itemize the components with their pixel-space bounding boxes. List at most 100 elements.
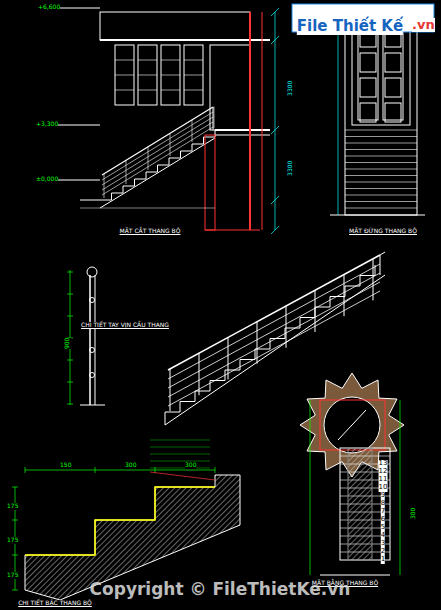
window-bar bbox=[138, 75, 157, 76]
dimension-line bbox=[275, 12, 276, 230]
window bbox=[138, 45, 157, 105]
step-line bbox=[345, 195, 417, 196]
stair-well bbox=[320, 400, 385, 450]
wall bbox=[249, 12, 251, 230]
dimension: 175 bbox=[7, 537, 18, 544]
wall bbox=[262, 12, 263, 230]
window bbox=[115, 45, 134, 105]
rail-post bbox=[104, 174, 105, 198]
window bbox=[184, 45, 203, 105]
dimension-line bbox=[338, 15, 339, 215]
dim-tick bbox=[271, 226, 279, 234]
step-number: 3 bbox=[381, 540, 385, 548]
door-leaf bbox=[358, 25, 378, 120]
step-line bbox=[345, 149, 417, 150]
dim-tick bbox=[271, 196, 279, 204]
rail-post bbox=[228, 337, 229, 379]
dimension: 900 bbox=[64, 338, 71, 349]
rail-bar bbox=[168, 264, 380, 379]
step-line bbox=[345, 156, 417, 157]
door-panel bbox=[360, 103, 376, 122]
door-panel bbox=[385, 53, 401, 72]
dim-tick bbox=[12, 590, 18, 591]
window-bar bbox=[184, 75, 203, 76]
rail-post bbox=[380, 255, 381, 275]
ground-dim bbox=[80, 208, 215, 209]
level-mark: ±0,000 bbox=[36, 176, 58, 183]
dimension: 150 bbox=[60, 462, 71, 469]
diagonal bbox=[338, 410, 366, 440]
dim-tick bbox=[25, 467, 26, 473]
door bbox=[210, 45, 250, 130]
dim-tick bbox=[12, 487, 18, 488]
rail-post bbox=[373, 258, 374, 300]
stair-start bbox=[165, 412, 166, 425]
window-bar bbox=[138, 60, 157, 61]
stair-flight bbox=[340, 448, 390, 560]
note-line bbox=[150, 447, 210, 448]
step-number: 6 bbox=[381, 516, 385, 524]
tread-pattern bbox=[348, 448, 372, 560]
rail-bar bbox=[102, 127, 213, 195]
watermark: Copyright © FileThietKe.vn bbox=[90, 580, 351, 599]
rail-post bbox=[199, 353, 200, 395]
dim-tick bbox=[12, 555, 18, 556]
rail-section bbox=[90, 373, 95, 378]
rail-post bbox=[148, 147, 149, 170]
step-number: 8 bbox=[381, 500, 385, 508]
window-bar bbox=[115, 90, 134, 91]
dim-tick bbox=[67, 404, 73, 405]
post bbox=[95, 275, 96, 405]
window-bar bbox=[115, 60, 134, 61]
window-bar bbox=[184, 90, 203, 91]
dim-tick bbox=[67, 316, 73, 317]
step-number: 4 bbox=[381, 532, 385, 540]
door-panel bbox=[360, 78, 376, 97]
rail-bar bbox=[168, 273, 380, 388]
tower-void bbox=[324, 397, 380, 453]
rail-post bbox=[192, 120, 193, 142]
step-number: 12 bbox=[379, 468, 388, 476]
rail-post bbox=[170, 369, 171, 411]
rail-bar bbox=[102, 117, 213, 185]
view-title: CHI TIẾT TAY VỊN CẦU THANG bbox=[81, 322, 169, 329]
dim-tick bbox=[67, 294, 73, 295]
door-panel bbox=[385, 103, 401, 122]
rail-post bbox=[315, 290, 316, 332]
ground bbox=[80, 200, 100, 201]
view-title: CHI TIẾT BẬC THANG BỘ bbox=[18, 600, 92, 607]
view-title: MẶT CẮT THANG BỘ bbox=[120, 228, 181, 235]
rail-post bbox=[213, 107, 214, 130]
step-line bbox=[345, 208, 417, 209]
dimension: 300 bbox=[185, 462, 196, 469]
post bbox=[89, 275, 91, 405]
dim-tick bbox=[67, 272, 73, 273]
dim-tick bbox=[95, 467, 96, 473]
step-line bbox=[345, 188, 417, 189]
window-bar bbox=[161, 60, 180, 61]
rail-post bbox=[286, 306, 287, 348]
rail-post bbox=[257, 322, 258, 364]
note-line bbox=[150, 468, 210, 469]
elevation-outline bbox=[345, 15, 417, 215]
stair-slab bbox=[100, 138, 215, 208]
rail-bar bbox=[102, 122, 213, 190]
door-panel bbox=[360, 53, 376, 72]
step-number: 5 bbox=[381, 524, 385, 532]
step-line bbox=[345, 136, 417, 137]
step-line bbox=[345, 201, 417, 202]
step-line bbox=[345, 162, 417, 163]
dim-tick bbox=[271, 36, 279, 44]
wall bbox=[320, 575, 390, 576]
rail-post bbox=[170, 134, 171, 157]
dimension: 300 bbox=[410, 508, 417, 519]
logo-text: .vn bbox=[412, 18, 435, 32]
rail-bar bbox=[102, 112, 213, 180]
ground bbox=[330, 215, 425, 216]
door-leaf bbox=[383, 25, 403, 120]
dim-tick bbox=[67, 360, 73, 361]
window bbox=[161, 45, 180, 105]
step-number: 1 bbox=[381, 556, 385, 564]
leader-line bbox=[150, 472, 215, 480]
